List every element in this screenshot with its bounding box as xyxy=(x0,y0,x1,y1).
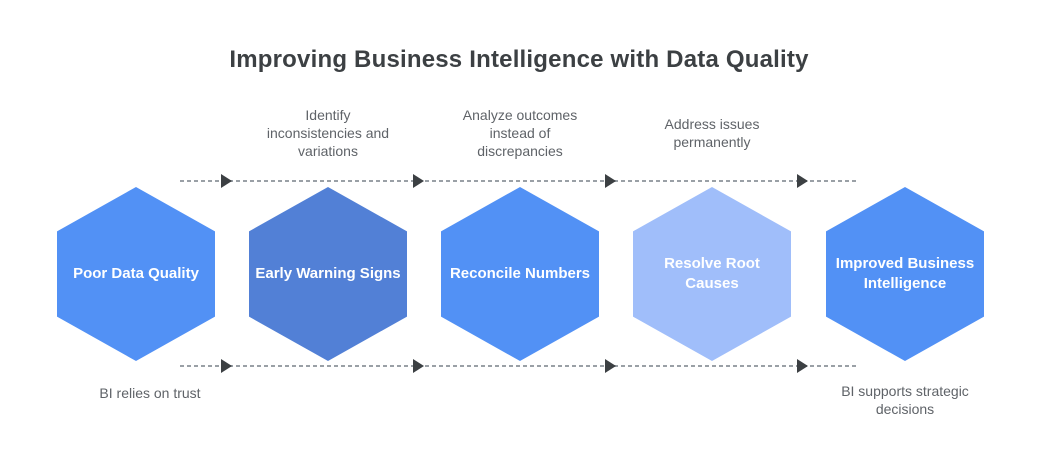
arrow-right-icon xyxy=(413,174,424,188)
arrow-right-icon xyxy=(605,359,616,373)
annotation-bi-relies-on-trust: BI relies on trust xyxy=(99,385,201,401)
hexagon-step-label: Early Warning Signs xyxy=(255,265,401,282)
arrow-right-icon xyxy=(797,174,808,188)
annotation-address-issues: Address issues permanently xyxy=(664,116,760,150)
arrow-right-icon xyxy=(221,174,232,188)
annotation-analyze-outcomes: Analyze outcomes instead of discrepancie… xyxy=(462,107,578,159)
hexagon-step-label: Resolve Root Causes xyxy=(664,255,760,292)
annotation-bi-supports-strategic-decisions: BI supports strategic decisions xyxy=(841,383,969,417)
arrow-right-icon xyxy=(605,174,616,188)
bottom-flow-dotted-line xyxy=(180,365,856,367)
hexagon-step-label: Poor Data Quality xyxy=(73,265,199,282)
arrow-right-icon xyxy=(797,359,808,373)
diagram-title: Improving Business Intelligence with Dat… xyxy=(229,46,809,73)
annotation-identify-inconsistencies: Identify inconsistencies and variations xyxy=(266,107,390,159)
hexagon-step-poor-data-quality: Poor Data Quality xyxy=(57,187,215,361)
hexagon-step-resolve-root-causes: Resolve Root Causes xyxy=(633,187,791,361)
arrow-right-icon xyxy=(221,359,232,373)
hexagon-step-reconcile-numbers: Reconcile Numbers xyxy=(441,187,599,361)
hexagon-step-label: Improved Business Intelligence xyxy=(835,255,975,292)
arrow-right-icon xyxy=(413,359,424,373)
hexagon-step-label: Reconcile Numbers xyxy=(449,265,591,282)
top-flow-dotted-line xyxy=(180,180,856,182)
hexagon-step-improved-business-intelligence: Improved Business Intelligence xyxy=(826,187,984,361)
hexagon-step-early-warning-signs: Early Warning Signs xyxy=(249,187,407,361)
